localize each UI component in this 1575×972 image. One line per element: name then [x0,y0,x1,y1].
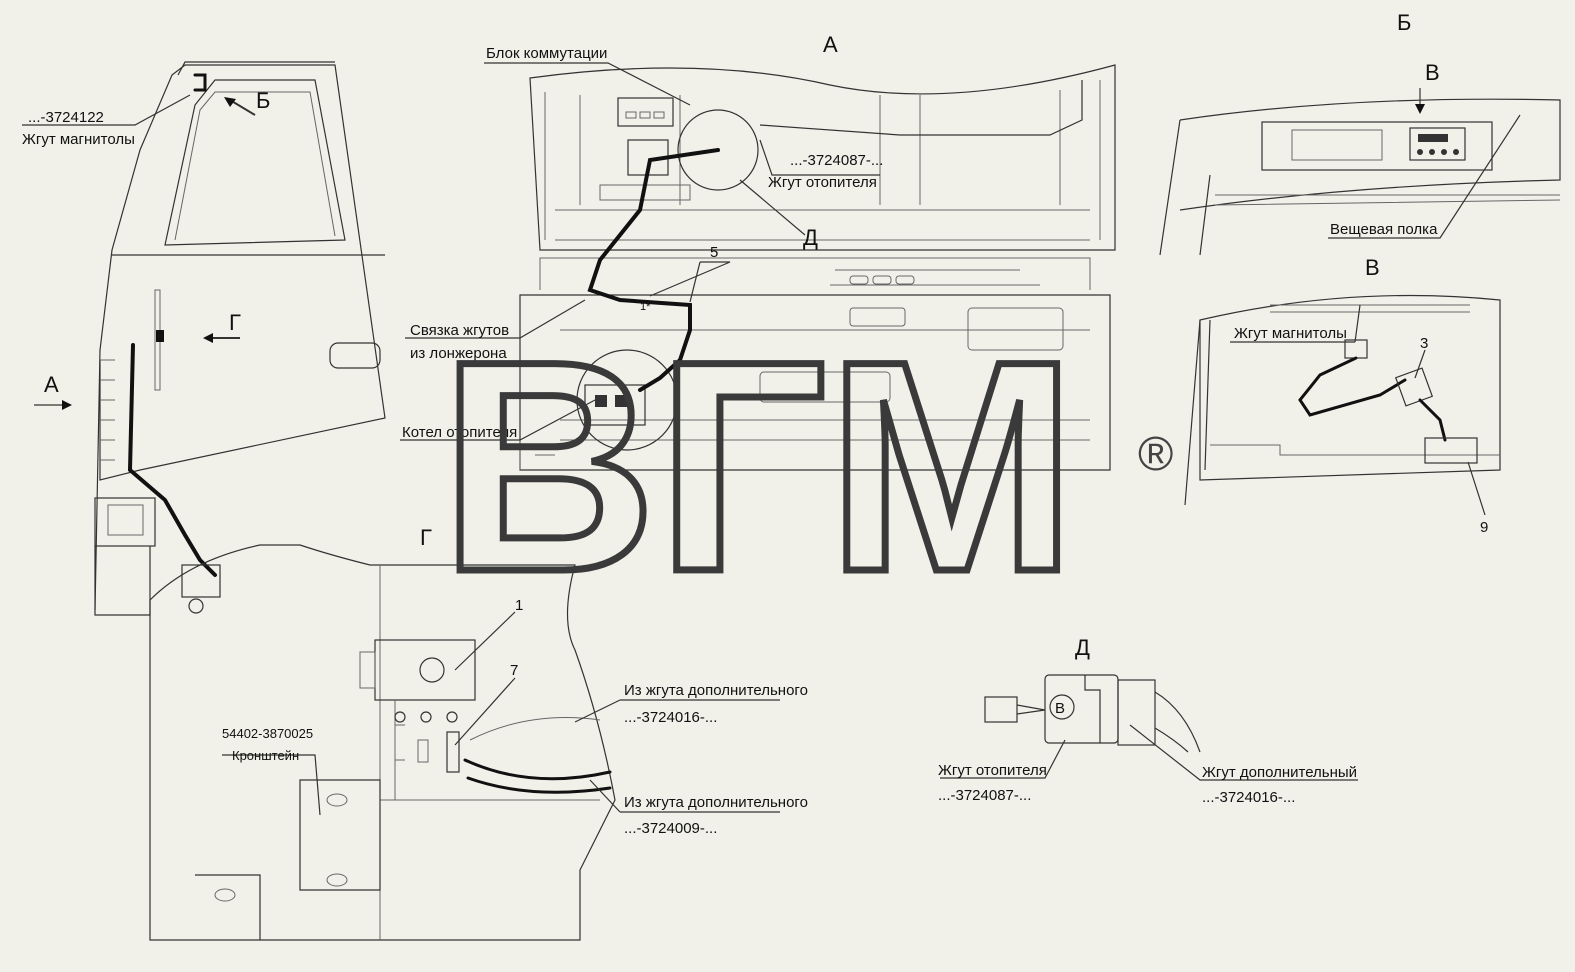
view-b [1159,88,1561,256]
view-a-title: А [823,32,838,57]
position-3: 3 [1420,335,1428,352]
view-v-title: В [1365,255,1380,280]
view-d [940,674,1358,781]
d-heater-part: ...-3724087-... [938,787,1031,804]
view-v [1184,294,1501,516]
arrow-g-label: Г [229,310,241,335]
position-9: 9 [1480,519,1488,536]
position-1-star: 1* [640,301,651,313]
view-a [400,62,1116,471]
additional-2-part: ...-3724009-... [624,820,717,837]
registered-mark: ® [1138,428,1173,481]
bundle-label-line1: Связка жгутов [410,322,509,339]
view-d-title: Д [1075,635,1090,660]
connector-mark: В [1055,700,1065,717]
radio-harness-label: Жгут магнитолы [22,131,135,148]
position-5: 5 [710,244,718,261]
bracket-part-number: 54402-3870025 [222,726,313,741]
boiler-label: Котел отопителя [402,424,517,441]
arrow-v-label: В [1425,60,1440,85]
switch-block-label: Блок коммутации [486,45,607,62]
arrow-a-label: А [44,372,59,397]
from-additional-1: Из жгута дополнительного [624,682,808,699]
additional-1-part: ...-3724016-... [624,709,717,726]
from-additional-2: Из жгута дополнительного [624,794,808,811]
d-heater-harness-label: Жгут отопителя [938,762,1047,779]
cab-side-view [22,61,386,616]
heater-harness-label: Жгут отопителя [768,174,877,191]
position-1: 1 [515,597,523,614]
d-additional-part: ...-3724016-... [1202,789,1295,806]
view-b-title: Б [1397,10,1411,35]
radio-part-number: ...-3724122 [28,109,104,126]
heater-part-number: ...-3724087-... [790,152,883,169]
arrow-b-label: Б [256,88,270,113]
shelf-label: Вещевая полка [1330,221,1438,238]
v-radio-harness-label: Жгут магнитолы [1234,325,1347,342]
watermark-logo: ВГМ [440,298,1077,634]
bracket-label: Кронштейн [232,748,299,763]
arrow-d-label: Д [803,225,818,250]
view-g [149,544,780,941]
bundle-label-line2: из лонжерона [410,345,507,362]
position-7: 7 [510,662,518,679]
d-additional-harness-label: Жгут дополнительный [1202,764,1357,781]
view-g-title: Г [420,525,432,550]
